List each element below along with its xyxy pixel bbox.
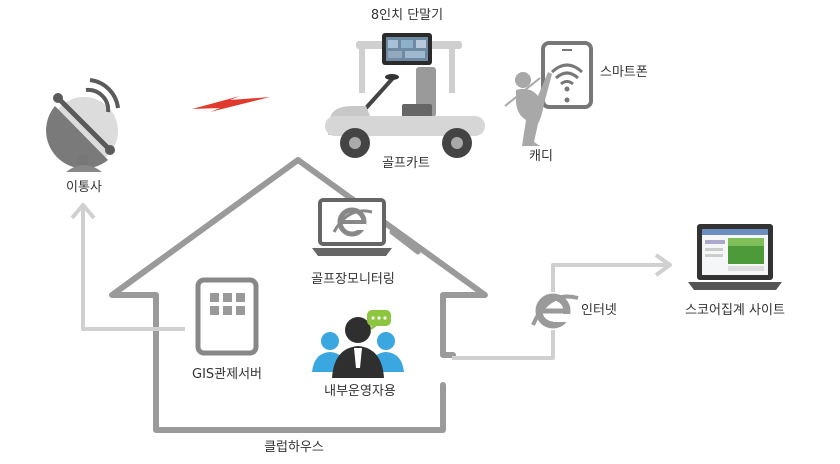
internal-ops-label: 내부운영자용 [324, 384, 396, 399]
caddie-label: 캐디 [529, 149, 553, 164]
people-group-icon [312, 310, 404, 378]
arrow-monitor-link [389, 229, 421, 255]
smartphone-wifi-icon [541, 41, 593, 109]
speech-bubble-icon [367, 310, 391, 331]
ie-logo-icon [531, 293, 579, 329]
internet-label: 인터넷 [581, 303, 617, 318]
lightning-signal-icon [192, 96, 270, 112]
carrier-label: 이통사 [66, 180, 102, 195]
gis-server-label: GIS관제서버 [192, 367, 262, 382]
golf-cart-icon [325, 33, 485, 158]
arrow-gis-to-carrier [70, 203, 185, 331]
clubhouse-label: 클럽하우스 [264, 440, 324, 455]
clubhouse-outline [109, 157, 488, 433]
golfer-icon [504, 72, 552, 146]
smartphone-label: 스마트폰 [600, 65, 648, 80]
arrow-clubhouse-to-internet [452, 330, 555, 360]
ie-logo-small [332, 207, 373, 237]
laptop-website-icon [688, 224, 782, 290]
arrow-internet-to-site [551, 253, 672, 292]
course-monitoring-label: 골프장모니터링 [311, 272, 395, 287]
tablet-terminal-icon [382, 33, 432, 65]
server-building-icon [195, 277, 259, 356]
score-site-label: 스코어집계 사이트 [685, 303, 785, 318]
terminal-label: 8인치 단말기 [370, 8, 444, 23]
golf-cart-label: 골프카트 [382, 156, 430, 171]
satellite-dish-icon [46, 78, 120, 172]
laptop-ie-icon [312, 198, 392, 256]
